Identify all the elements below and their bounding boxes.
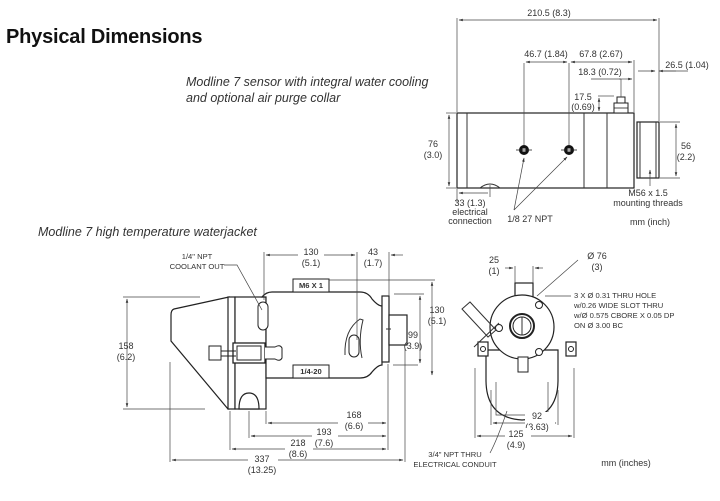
waterjacket-end-view: 25 (1) Ø 76 (3) 3 X Ø 0.31 THRU HOLE w/0… (413, 251, 674, 469)
dim-base-outer: 125 (508, 429, 523, 439)
dim-diameter: Ø 76 (587, 251, 607, 261)
units-label-top: mm (inch) (630, 217, 670, 227)
sensor-drawing: 210.5 (8.3) 46.7 (1.84) 67.8 (2.67) 18.3… (424, 8, 709, 227)
sensor-caption-line-2: and optional air purge collar (186, 91, 341, 105)
dim-nozzle-in: (1) (489, 266, 500, 276)
label-holes-2: w/0.26 WIDE SLOT THRU (573, 301, 663, 310)
waterjacket-side-view: M6 X 1 1/4-20 1/4" NPT COOLANT OUT 130 (… (117, 246, 447, 476)
dim-body-diameter: 76 (428, 139, 438, 149)
label-thread-top: M6 X 1 (299, 281, 324, 290)
dim-thread-diameter-in: (2.2) (677, 152, 696, 162)
dim-218-in: (8.6) (289, 449, 308, 459)
dim-193: 193 (316, 427, 331, 437)
npt-port-1-icon (516, 145, 532, 155)
dim-window-height-in: (3.9) (404, 341, 423, 351)
dim-center-span: 130 (303, 247, 318, 257)
sensor-caption: Modline 7 sensor with integral water coo… (186, 74, 429, 106)
dim-nozzle: 25 (489, 255, 499, 265)
label-coolant-2: COOLANT OUT (170, 262, 225, 271)
dim-overall-in: (13.25) (248, 465, 277, 475)
mount-hole-3-icon (535, 348, 543, 356)
label-conduit-1: 3/4" NPT THRU (428, 450, 481, 459)
dim-218: 218 (290, 438, 305, 448)
dim-thread-diameter: 56 (681, 141, 691, 151)
dim-window-height: 99 (408, 330, 418, 340)
end-view-connector-left-icon (477, 341, 489, 357)
dim-port-to-front: 67.8 (2.67) (579, 49, 623, 59)
label-holes-4: ON Ø 3.00 BC (574, 321, 623, 330)
coolant-slot-icon (257, 301, 269, 331)
coolant-slot-2-icon (348, 334, 360, 358)
dim-overall: 337 (254, 454, 269, 464)
label-coolant-1: 1/4" NPT (182, 252, 213, 261)
mount-hole-2-icon (495, 324, 503, 332)
thread-top-box (292, 278, 330, 293)
jacket-hood (170, 296, 230, 410)
conduit-arch (238, 392, 260, 410)
dim-center-span-in: (5.1) (302, 258, 321, 268)
dim-base-inner-in: (3.63) (525, 422, 549, 432)
dim-front-thread-length: 26.5 (1.04) (665, 60, 709, 70)
label-holes-1: 3 X Ø 0.31 THRU HOLE (574, 291, 656, 300)
sensor-body (456, 112, 635, 189)
dim-diameter-in: (3) (592, 262, 603, 272)
dim-168: 168 (346, 410, 361, 420)
dim-height: 158 (118, 341, 133, 351)
label-thread-bottom: 1/4-20 (300, 367, 322, 376)
label-electrical-2: connection (448, 216, 492, 226)
npt-port-2-icon (561, 145, 577, 155)
dim-purge-height: 17.5 (574, 92, 592, 102)
mounting-thread (636, 121, 660, 179)
dim-flange-height-in: (5.1) (428, 316, 447, 326)
dim-193-in: (7.6) (315, 438, 334, 448)
dim-flange-in: (1.7) (364, 258, 383, 268)
end-view-connector-right-icon (565, 341, 577, 357)
waterjacket-caption: Modline 7 high temperature waterjacket (38, 225, 257, 239)
thread-bottom-box (292, 364, 330, 379)
air-purge-fitting-icon (613, 96, 629, 114)
dim-overall-length: 210.5 (8.3) (527, 8, 571, 18)
dim-base-inner: 92 (532, 411, 542, 421)
electrical-connection-bump (479, 183, 501, 189)
label-npt-ports: 1/8 27 NPT (507, 214, 553, 224)
label-conduit-2: ELECTRICAL CONDUIT (413, 460, 497, 469)
dim-base-outer-in: (4.9) (507, 440, 526, 450)
dim-purge-height-in: (0.69) (571, 102, 595, 112)
end-view-housing (485, 349, 559, 421)
units-label-bottom: mm (inches) (601, 458, 651, 468)
dim-port-spacing: 46.7 (1.84) (524, 49, 568, 59)
label-holes-3: w/Ø 0.575 CBORE X 0.05 DP (573, 311, 674, 320)
dim-electrical-offset: 33 (1.3) (454, 198, 485, 208)
dim-flange-height: 130 (429, 305, 444, 315)
dim-168-in: (6.6) (345, 421, 364, 431)
sensor-caption-line-1: Modline 7 sensor with integral water coo… (186, 75, 429, 89)
label-thread-2: mounting threads (613, 198, 683, 208)
mount-hole-1-icon (535, 301, 543, 309)
label-thread-1: M56 x 1.5 (628, 188, 668, 198)
dim-purge-offset: 18.3 (0.72) (578, 67, 622, 77)
dim-body-diameter-in: (3.0) (424, 150, 443, 160)
dim-height-in: (6.2) (117, 352, 136, 362)
label-electrical-1: electrical (452, 207, 488, 217)
page-title: Physical Dimensions (6, 26, 203, 48)
electrical-connector-icon (208, 342, 283, 364)
dim-flange: 43 (368, 247, 378, 257)
